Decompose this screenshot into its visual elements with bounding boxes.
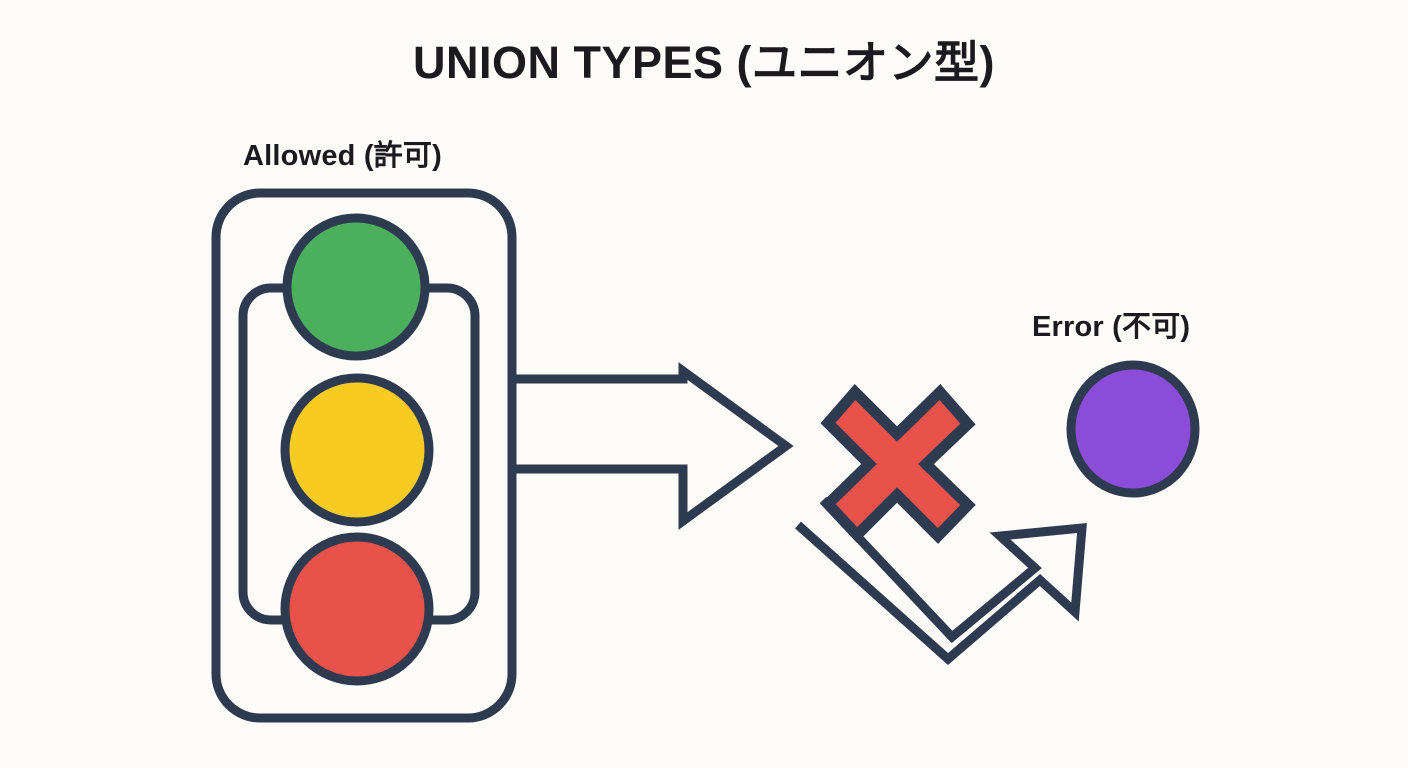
green-light[interactable]	[282, 213, 430, 361]
x-mark-icon	[820, 383, 976, 544]
yellow-light[interactable]	[280, 373, 434, 527]
red-light[interactable]	[280, 532, 434, 686]
allowed-label: Allowed (許可)	[243, 140, 442, 172]
traffic-light-outer-case	[211, 188, 517, 723]
flow-arrow-right	[508, 362, 794, 530]
error-label: Error (不可)	[1032, 311, 1191, 343]
page-title: UNION TYPES (ユニオン型)	[412, 37, 996, 88]
rejected-arrow	[795, 496, 1087, 665]
purple-circle[interactable]	[1066, 360, 1200, 498]
